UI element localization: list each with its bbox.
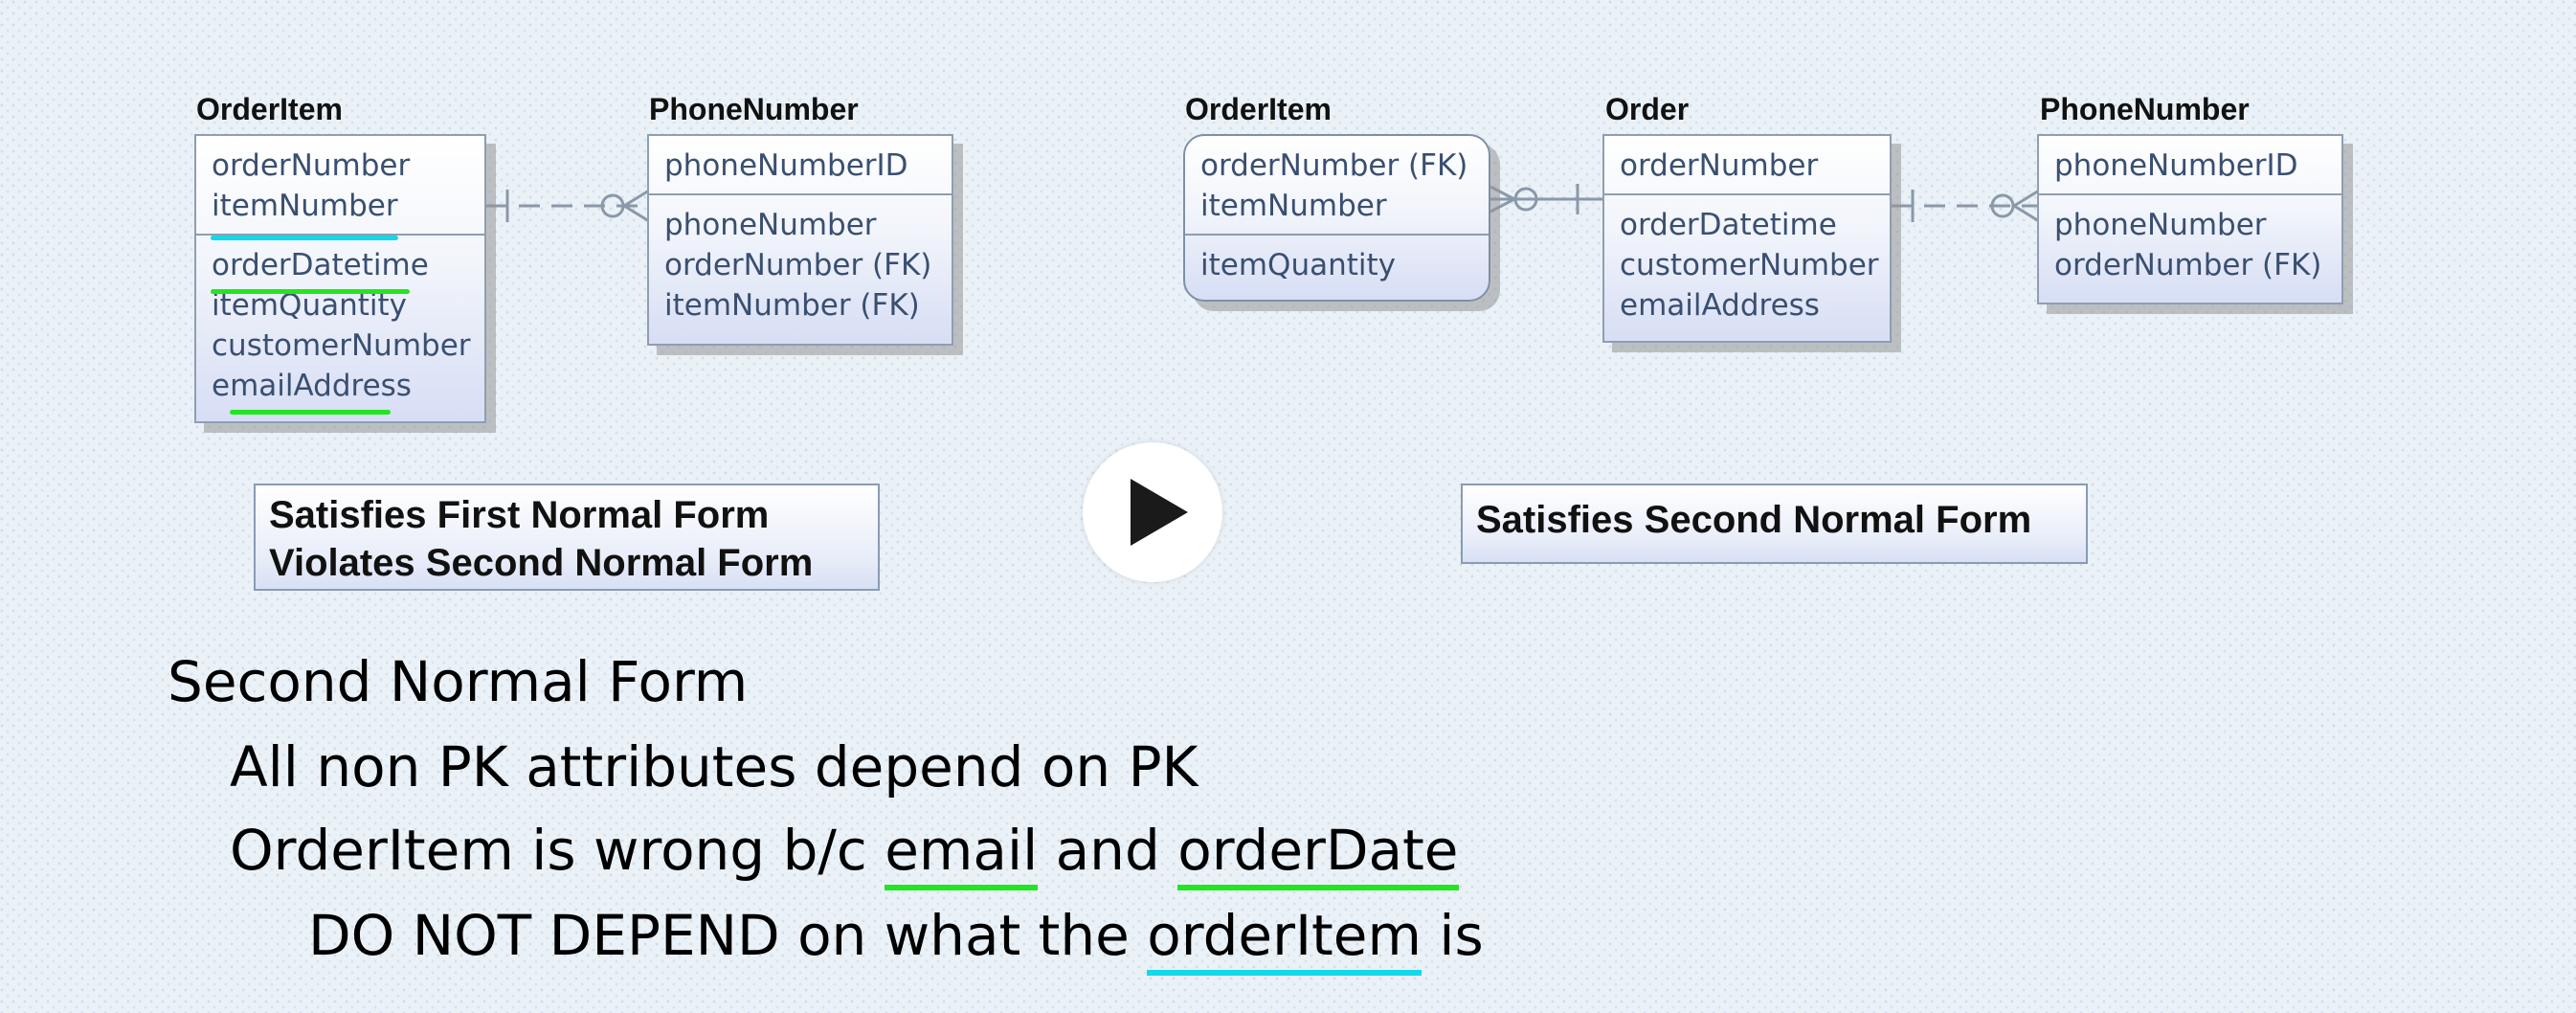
highlighted-word-orderitem: orderItem <box>1147 903 1422 976</box>
entity-title-orderitem-left: OrderItem <box>196 92 343 126</box>
note-normal-form-right: Satisfies Second Normal Form <box>1461 484 2088 564</box>
note-line: Satisfies First Normal Form <box>269 494 770 536</box>
entity-orderitem-left[interactable]: orderNumber itemNumber orderDatetime ite… <box>194 134 486 423</box>
entity-key-section: phoneNumberID <box>649 136 952 193</box>
entity-key-section: orderNumber itemNumber <box>196 136 484 234</box>
entity-key-section: orderNumber (FK) itemNumber <box>1185 136 1489 234</box>
slide-text-fragment: OrderItem is wrong b/c <box>230 818 885 883</box>
entity-phonenumber-left[interactable]: phoneNumberID phoneNumber orderNumber (F… <box>647 134 953 346</box>
entity-title-order: Order <box>1605 92 1690 126</box>
slide-text-fragment: DO NOT DEPEND on what the <box>308 903 1148 968</box>
entity-title-orderitem-right: OrderItem <box>1185 92 1332 126</box>
highlight-underline-emailaddress <box>230 410 391 415</box>
attribute: orderNumber (FK) <box>2054 248 2322 282</box>
relationship-line-left <box>486 189 650 223</box>
attribute: itemNumber <box>212 189 398 223</box>
attribute: itemQuantity <box>212 288 407 323</box>
entity-attribute-section: phoneNumber orderNumber (FK) itemNumber … <box>649 193 952 333</box>
attribute: phoneNumberID <box>664 148 908 183</box>
relationship-line-order-phonenumber <box>1892 189 2040 223</box>
entity-attribute-section: phoneNumber orderNumber (FK) <box>2039 193 2341 293</box>
entity-order[interactable]: orderNumber orderDatetime customerNumber… <box>1602 134 1892 343</box>
highlighted-word-email: email <box>885 818 1039 890</box>
attribute: customerNumber <box>212 328 471 363</box>
entity-title-phonenumber-right: PhoneNumber <box>2040 92 2250 126</box>
entity-key-section: orderNumber <box>1604 136 1890 193</box>
attribute: itemNumber <box>1200 189 1387 223</box>
slide-bullet-1: All non PK attributes depend on PK <box>230 734 1198 799</box>
attribute: itemQuantity <box>1200 248 1396 282</box>
play-icon <box>1131 479 1188 546</box>
attribute: itemNumber (FK) <box>664 288 920 323</box>
entity-key-section: phoneNumberID <box>2039 136 2341 193</box>
slide-text-fragment: is <box>1421 903 1484 968</box>
attribute: orderNumber (FK) <box>1200 148 1468 183</box>
relationship-line-orderitem-order <box>1490 184 1604 214</box>
entity-title-phonenumber-left: PhoneNumber <box>649 92 859 126</box>
note-normal-form-left: Satisfies First Normal Form Violates Sec… <box>254 484 880 591</box>
attribute: customerNumber <box>1620 248 1879 282</box>
attribute: emailAddress <box>212 369 412 403</box>
highlight-underline-orderdatetime <box>211 289 410 294</box>
entity-attribute-section: orderDatetime itemQuantity customerNumbe… <box>196 234 484 414</box>
attribute: orderNumber <box>212 148 411 183</box>
attribute: orderNumber <box>1620 148 1819 183</box>
highlighted-word-orderdate: orderDate <box>1177 818 1459 890</box>
attribute: phoneNumberID <box>2054 148 2298 183</box>
entity-phonenumber-right[interactable]: phoneNumberID phoneNumber orderNumber (F… <box>2037 134 2343 304</box>
slide-text-fragment: and <box>1038 818 1178 883</box>
attribute: phoneNumber <box>2054 208 2267 242</box>
note-line: Violates Second Normal Form <box>269 542 814 584</box>
play-button[interactable] <box>1083 442 1222 582</box>
attribute: orderDatetime <box>1620 208 1837 242</box>
slide-bullet-2: OrderItem is wrong b/c email and orderDa… <box>230 817 1459 890</box>
attribute: emailAddress <box>1620 288 1820 323</box>
slide-bullet-3: DO NOT DEPEND on what the orderItem is <box>308 902 1484 976</box>
attribute: orderDatetime <box>212 248 429 282</box>
entity-attribute-section: itemQuantity <box>1185 234 1489 293</box>
attribute: orderNumber (FK) <box>664 248 932 282</box>
attribute: phoneNumber <box>664 208 877 242</box>
highlight-underline-itemnumber <box>211 236 398 240</box>
entity-orderitem-right[interactable]: orderNumber (FK) itemNumber itemQuantity <box>1183 134 1490 302</box>
note-line: Satisfies Second Normal Form <box>1476 499 2032 541</box>
slide-heading: Second Normal Form <box>168 649 749 714</box>
entity-attribute-section: orderDatetime customerNumber emailAddres… <box>1604 193 1890 333</box>
